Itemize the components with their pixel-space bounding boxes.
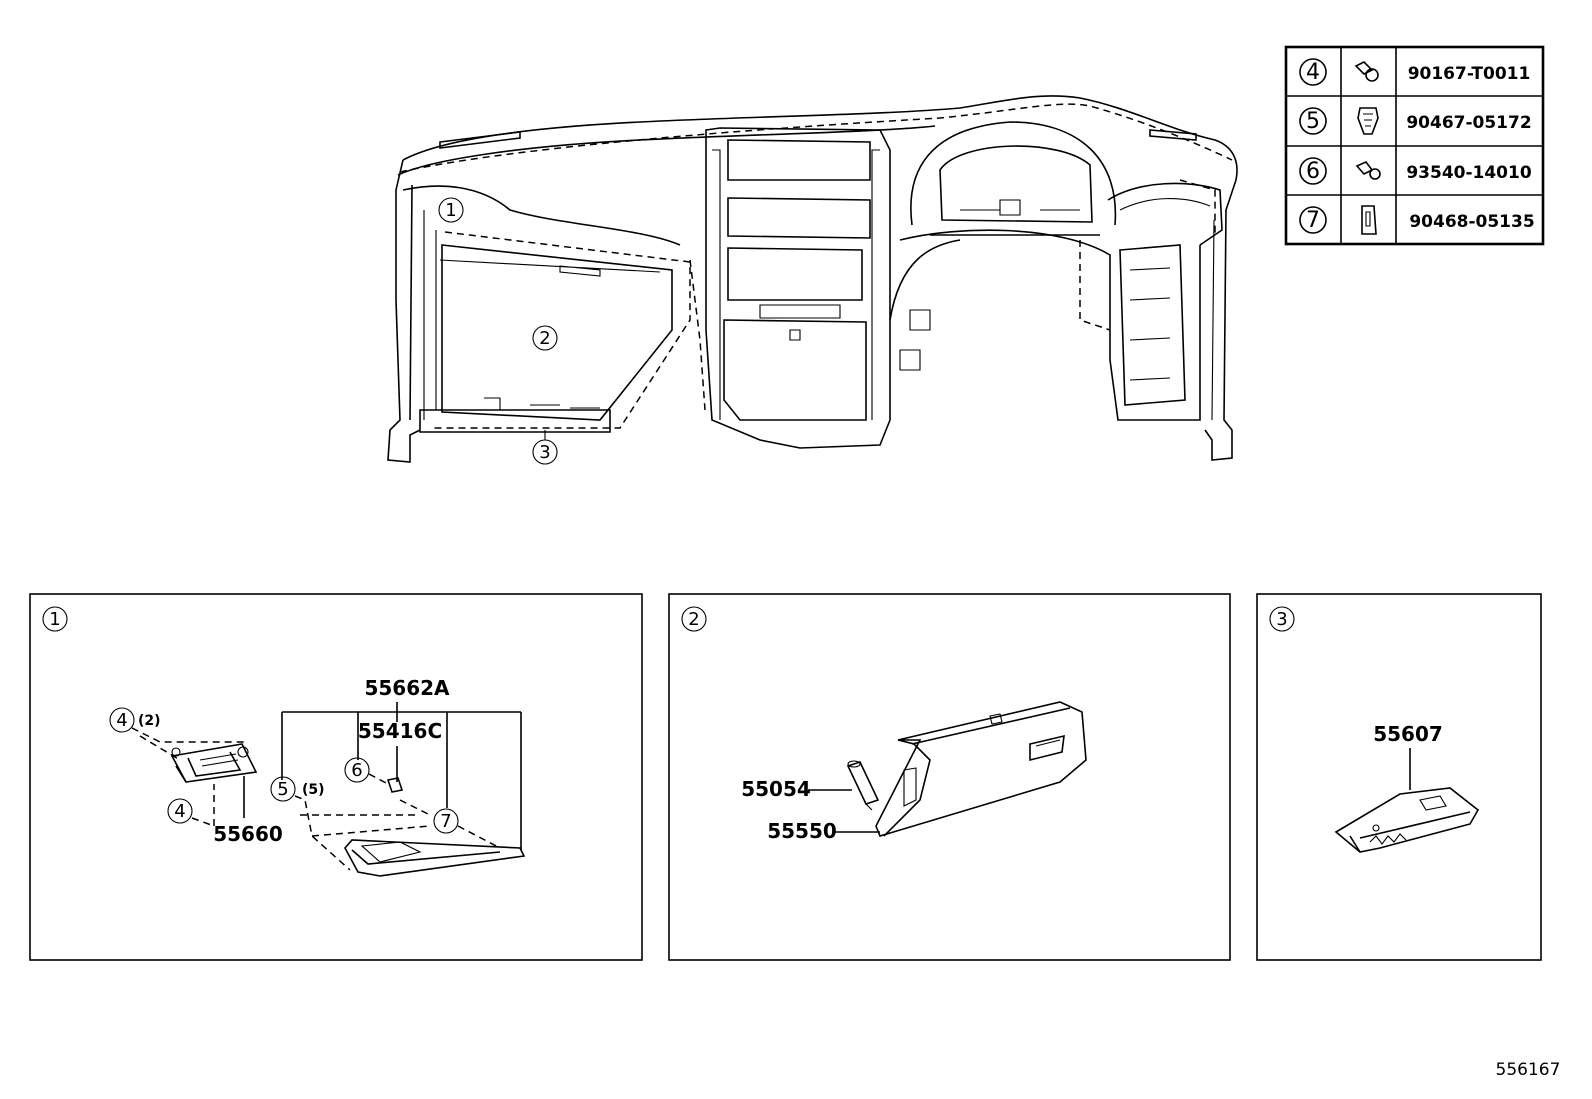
detail-panel-1: 1 55662A 55416C 4 (2) 55660 4 5 (5) 6	[29, 593, 643, 961]
panel-callout: 2	[688, 609, 699, 630]
bolt-icon	[1354, 61, 1379, 82]
screw-icon	[1355, 161, 1381, 180]
svg-text:90467-05172: 90467-05172	[1406, 113, 1531, 133]
svg-text:4: 4	[1306, 60, 1320, 85]
svg-text:1: 1	[445, 200, 456, 221]
svg-text:7: 7	[1306, 208, 1320, 233]
panel-callout: 1	[49, 609, 60, 630]
part-label: 55550	[767, 819, 837, 843]
dashboard-overview: 1 2 3	[387, 95, 1238, 465]
part-label: 55662A	[364, 676, 450, 700]
svg-text:(2): (2)	[138, 713, 161, 729]
nut-clip-icon	[1361, 205, 1377, 235]
part-label: 55607	[1373, 722, 1443, 746]
overview-callout-3: 3	[532, 439, 558, 465]
overview-callout-1: 1	[438, 197, 464, 223]
svg-text:5: 5	[1306, 109, 1320, 134]
svg-text:3: 3	[539, 442, 550, 463]
svg-text:93540-14010: 93540-14010	[1406, 163, 1532, 183]
detail-panel-3: 3 55607	[1256, 593, 1542, 961]
svg-text:90468-05135: 90468-05135	[1409, 212, 1534, 232]
svg-text:6: 6	[1306, 159, 1320, 184]
fastener-row: 7 90468-05135	[1299, 205, 1535, 235]
panel-callout: 3	[1276, 609, 1287, 630]
fastener-row: 4 90167-T0011	[1299, 58, 1531, 86]
svg-text:(5): (5)	[302, 782, 325, 798]
part-label: 55054	[741, 777, 811, 801]
svg-text:4: 4	[116, 710, 127, 731]
part-label: 55660	[213, 822, 283, 846]
overview-callout-2: 2	[532, 325, 558, 351]
clip-icon	[1357, 107, 1379, 135]
fastener-table: 4 90167-T0011 5 90467-05172 6	[1284, 45, 1545, 246]
fastener-row: 5 90467-05172	[1299, 107, 1532, 135]
svg-text:7: 7	[440, 811, 451, 832]
callout-circle	[1299, 58, 1327, 86]
svg-text:5: 5	[277, 779, 288, 800]
svg-text:6: 6	[351, 760, 362, 781]
figure-number: 556167	[1496, 1060, 1561, 1080]
fastener-row: 6 93540-14010	[1299, 157, 1532, 185]
svg-text:2: 2	[539, 328, 550, 349]
svg-text:4: 4	[174, 801, 185, 822]
detail-panel-2: 2 55054 55550	[668, 593, 1231, 961]
part-label: 55416C	[358, 719, 442, 743]
svg-text:90167-T0011: 90167-T0011	[1408, 64, 1531, 84]
